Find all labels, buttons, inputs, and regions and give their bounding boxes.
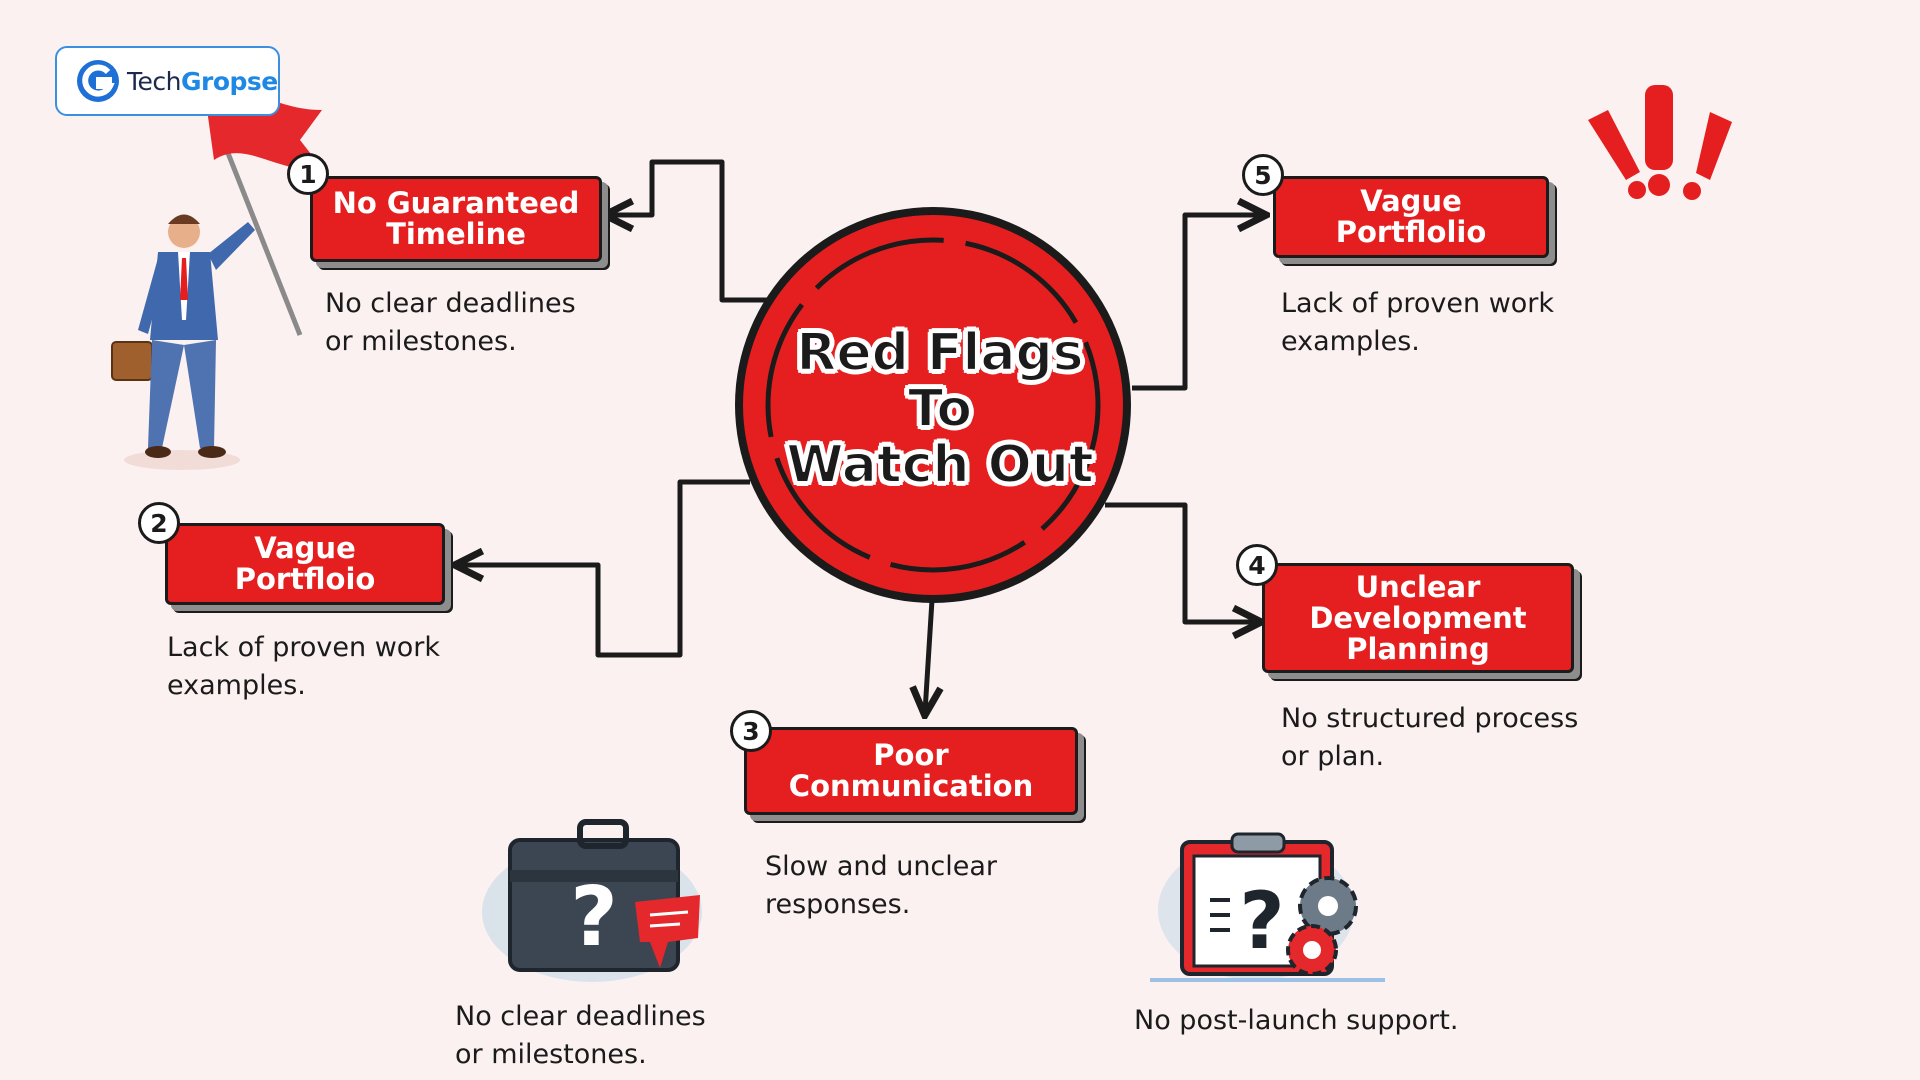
brand-name: TechGropse: [127, 67, 278, 96]
item-description-2: Lack of proven work examples.: [167, 632, 441, 701]
center-title-line3: Watch Out: [785, 435, 1094, 495]
connectors: [458, 159, 1263, 712]
svg-text:?: ?: [570, 870, 618, 965]
exclamation-marks-icon: [1588, 85, 1732, 200]
connector-1: [608, 159, 770, 303]
connector-5: [1132, 215, 1263, 391]
item-number-3: 3: [730, 710, 772, 752]
item-description-1: No clear deadlines or milestones.: [325, 288, 576, 357]
red-flag-card-1: No Guaranteed Timeline: [310, 176, 602, 262]
center-title-line2: To: [907, 379, 973, 439]
brand-name-part1: Tech: [127, 66, 182, 96]
red-flag-card-3: Poor Conmunication: [744, 727, 1078, 815]
center-title: Red Flags To Watch Out: [760, 323, 1120, 495]
svg-text:?: ?: [1239, 877, 1284, 967]
brand-logo[interactable]: TechGropse: [55, 46, 280, 116]
red-flag-card-5: Vague Portflolio: [1273, 176, 1549, 258]
item-description-3: Slow and unclear responses.: [765, 851, 998, 920]
center-title-line1: Red Flags: [795, 323, 1084, 383]
connector-4: [1105, 502, 1258, 622]
red-flag-card-2: Vague Portfloio: [165, 523, 445, 605]
bottom-caption-right: No post-launch support.: [1134, 1005, 1459, 1036]
center-circle: [735, 207, 1131, 603]
brand-g-icon: [77, 60, 119, 102]
item-number-5: 5: [1242, 154, 1284, 196]
item-description-5: Lack of proven work examples.: [1281, 288, 1555, 357]
item-number-2: 2: [138, 502, 180, 544]
briefcase-question-icon: ?: [482, 819, 702, 982]
clipboard-question-gears-icon: ?: [1150, 832, 1385, 982]
connector-2: [458, 479, 750, 658]
connector-3: [925, 599, 932, 712]
item-description-4: No structured process or plan.: [1281, 703, 1579, 772]
brand-name-part2: Gropse: [181, 66, 278, 96]
businessman-with-flag-icon: [111, 88, 325, 470]
bottom-caption-left: No clear deadlines or milestones.: [455, 1001, 706, 1070]
red-flag-card-4: Unclear Development Planning: [1262, 563, 1574, 673]
item-number-4: 4: [1236, 544, 1278, 586]
item-number-1: 1: [287, 153, 329, 195]
